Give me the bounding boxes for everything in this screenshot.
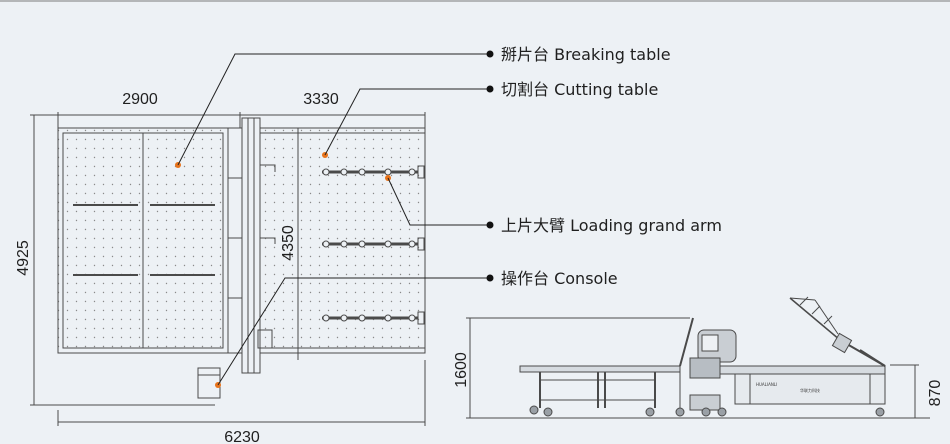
loading-arm-row (322, 311, 425, 325)
leader-bullets (486, 50, 494, 282)
gantry-beam (241, 117, 261, 374)
side-view (466, 296, 930, 419)
loading-arm-row (322, 237, 425, 251)
side-cutting-body (734, 373, 886, 405)
side-cutting-top (719, 365, 886, 375)
side-console-arm (679, 317, 694, 367)
dim-label-table-height: 870 (927, 380, 944, 407)
dim-label-cutting-width: 3330 (303, 91, 339, 108)
callout-breaking-table: 掰片台 Breaking table (501, 45, 671, 64)
dim-label-overall-height: 4925 (15, 240, 32, 276)
top-view (30, 112, 426, 426)
side-breaking-top (519, 365, 681, 373)
dim-label-overall-width: 6230 (224, 429, 260, 444)
callout-console: 操作台 Console (501, 269, 618, 288)
gantry-frame (227, 127, 243, 354)
callout-loading-arm: 上片大臂 Loading grand arm (501, 216, 722, 235)
callout-cutting-table: 切割台 Cutting table (501, 80, 658, 99)
dim-label-side-height: 1600 (453, 352, 470, 388)
dim-label-breaking-width: 2900 (122, 91, 158, 108)
side-brand-logo: HUALIANLI (756, 382, 777, 387)
side-brand-cn: 华联力科技 (800, 387, 820, 393)
bracket (260, 164, 276, 172)
dim-label-cutting-height: 4350 (280, 225, 297, 261)
loading-arm-row (322, 165, 425, 179)
bracket (260, 237, 276, 244)
leader-lines (177, 53, 490, 386)
